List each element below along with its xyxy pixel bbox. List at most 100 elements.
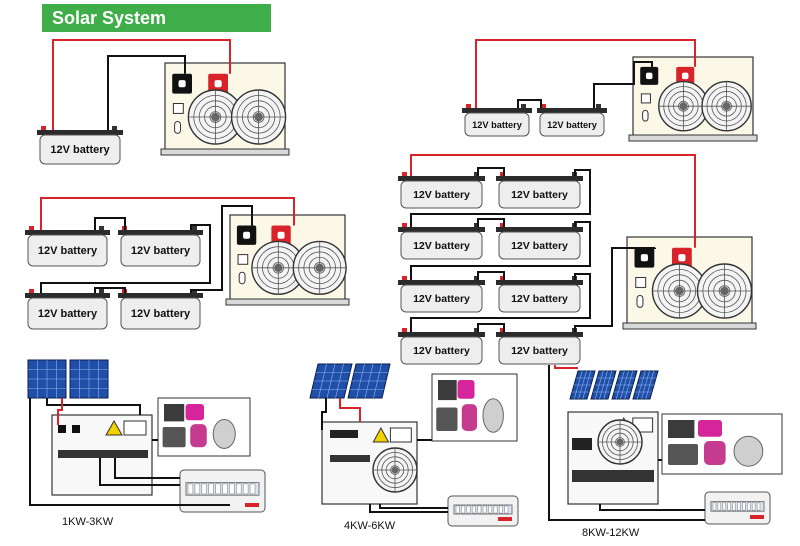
- positive-wire: [40, 197, 295, 230]
- breaker-switch: [493, 505, 498, 514]
- battery-body: [400, 231, 483, 260]
- panel-grid: [594, 370, 604, 400]
- distribution-box: [447, 495, 519, 527]
- negative-terminal: [474, 223, 479, 227]
- terminal-strip: [572, 470, 654, 482]
- negative-terminal: [474, 328, 479, 332]
- tv-icon: [164, 404, 185, 422]
- positive-terminal: [500, 223, 505, 227]
- induction-cooker-icon: [436, 407, 458, 431]
- breaker-switch: [229, 483, 235, 495]
- fan-hub: [720, 286, 729, 296]
- positive-terminal: [500, 276, 505, 280]
- fan-hub: [211, 112, 220, 122]
- positive-terminal: [402, 276, 407, 280]
- negative-wire: [410, 221, 591, 280]
- panel-grid: [373, 363, 382, 399]
- appliance-box: [431, 373, 518, 442]
- battery: 12V battery: [537, 104, 607, 137]
- panel-grid: [578, 370, 587, 400]
- battery-lid: [398, 332, 485, 337]
- battery-label: 12V battery: [38, 308, 98, 320]
- distribution-box: [179, 469, 266, 513]
- breaker-switch: [751, 502, 756, 511]
- negative-wire: [40, 224, 211, 293]
- battery-label: 12V battery: [50, 144, 110, 156]
- positive-wire: [52, 39, 231, 130]
- battery: 12V battery: [462, 104, 532, 137]
- terminal-strip: [58, 450, 148, 458]
- battery-label: 12V battery: [413, 345, 470, 357]
- solar-panel-array: [27, 359, 109, 399]
- switch: [635, 277, 647, 288]
- positive-terminal: [541, 104, 546, 108]
- terminal-screw: [243, 231, 251, 239]
- battery: 12V battery: [496, 172, 583, 209]
- breaker-switch: [455, 505, 460, 514]
- battery: 12V battery: [37, 126, 123, 165]
- negative-wire: [410, 273, 591, 332]
- battery: 12V battery: [496, 328, 583, 365]
- fan-hub: [315, 263, 324, 273]
- fan-hub: [616, 438, 624, 446]
- battery-label: 12V battery: [511, 345, 568, 357]
- breaker-switch: [717, 502, 722, 511]
- negative-wire: [369, 504, 448, 513]
- positive-wire: [475, 39, 696, 108]
- battery: 12V battery: [25, 289, 110, 330]
- inverter: [160, 62, 290, 156]
- panel-grid: [318, 363, 327, 399]
- port-row: [572, 438, 592, 450]
- panel-grid: [582, 370, 592, 400]
- positive-wire: [57, 398, 63, 425]
- solar-panel-array: [569, 370, 659, 400]
- battery-body: [498, 284, 581, 313]
- panel-grid: [641, 370, 650, 400]
- port-row: [330, 430, 358, 438]
- breaker-switch: [737, 502, 741, 511]
- panel-grid: [645, 370, 655, 400]
- battery-label: 12V battery: [472, 120, 523, 130]
- terminal-screw: [640, 254, 648, 262]
- breaker-switch: [727, 502, 731, 511]
- negative-wire: [107, 55, 186, 130]
- terminal-screw: [214, 80, 222, 88]
- negative-wire: [190, 205, 253, 293]
- battery: 12V battery: [398, 223, 485, 260]
- fan-hub: [391, 466, 399, 474]
- battery-body: [539, 112, 605, 137]
- switch: [172, 103, 184, 114]
- battery-lid: [37, 130, 123, 135]
- battery-body: [27, 297, 108, 330]
- panel-grid: [599, 370, 608, 400]
- battery-body: [498, 336, 581, 365]
- battery-body: [27, 234, 108, 267]
- breaker: [636, 295, 644, 308]
- camera-icon: [698, 420, 722, 437]
- positive-wire: [410, 154, 696, 248]
- breaker-switch: [504, 505, 509, 514]
- battery-body: [464, 112, 530, 137]
- battery-lid: [537, 108, 607, 113]
- breaker-switch: [208, 483, 214, 495]
- battery: 12V battery: [118, 226, 203, 267]
- panel-grid: [624, 370, 634, 400]
- induction-cooker-icon: [162, 427, 186, 448]
- breaker-switch: [482, 505, 487, 514]
- kettle-icon: [704, 441, 726, 465]
- negative-wire: [593, 61, 653, 108]
- negative-terminal: [99, 289, 104, 293]
- breaker-switch: [722, 502, 726, 511]
- hybrid-controller: [567, 411, 659, 505]
- rice-cooker-icon: [212, 418, 236, 449]
- panel-grid: [615, 370, 625, 400]
- appliance-box: [157, 397, 251, 457]
- rice-cooker-icon: [733, 435, 764, 467]
- panel-grid: [620, 370, 629, 400]
- negative-wire: [477, 323, 505, 332]
- battery-label: 12V battery: [38, 245, 98, 257]
- port: [58, 425, 66, 433]
- induction-cooker-icon: [668, 444, 698, 465]
- battery-body: [120, 234, 201, 267]
- brand-tag: [498, 517, 512, 521]
